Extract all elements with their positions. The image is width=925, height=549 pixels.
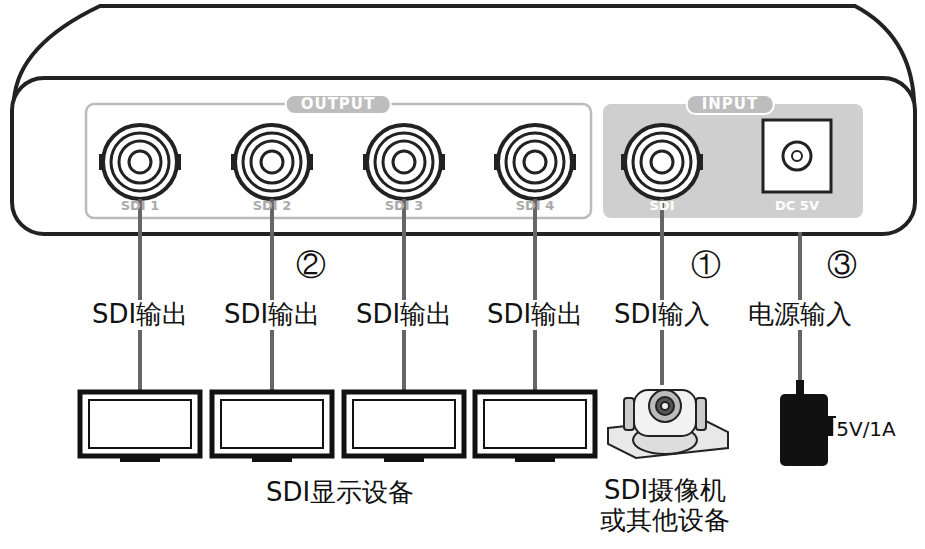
callout-number: ① [688,248,724,283]
panel-heading: OUTPUT [285,94,392,115]
device-caption: SDI显示设备 [263,478,417,508]
port-caption: SDI输出 [221,300,323,330]
camera-icon [608,390,728,458]
port-label: SDI [650,199,675,214]
port-caption: SDI输出 [353,300,455,330]
power-rating: 5V/1A [833,418,899,441]
port-panel: INPUT SDI DC 5V [603,94,863,218]
port-label: SDI 1 [121,199,160,214]
port-label: SDI 3 [385,199,424,214]
port-label: SDI 2 [253,199,292,214]
port-caption: SDI输出 [484,300,586,330]
power-adapter [780,380,836,466]
port-caption: SDI输出 [89,300,191,330]
port-caption: SDI输入 [611,300,713,330]
port-label: SDI 4 [516,199,555,214]
callout-number: ③ [824,248,860,283]
housing [12,6,915,234]
panel-heading: INPUT [686,94,775,115]
input-panel [603,104,863,218]
device-caption: SDI摄像机 或其他设备 [587,476,743,536]
port-panel: OUTPUT SDI 1 SDI 2 SDI 3 SDI 4 [86,94,591,218]
callout-number: ② [293,248,329,283]
dc-jack [763,120,831,192]
port-caption: 电源输入 [745,300,855,330]
cable [140,199,800,392]
port-label: DC 5V [775,199,819,214]
output-panel [86,104,591,218]
